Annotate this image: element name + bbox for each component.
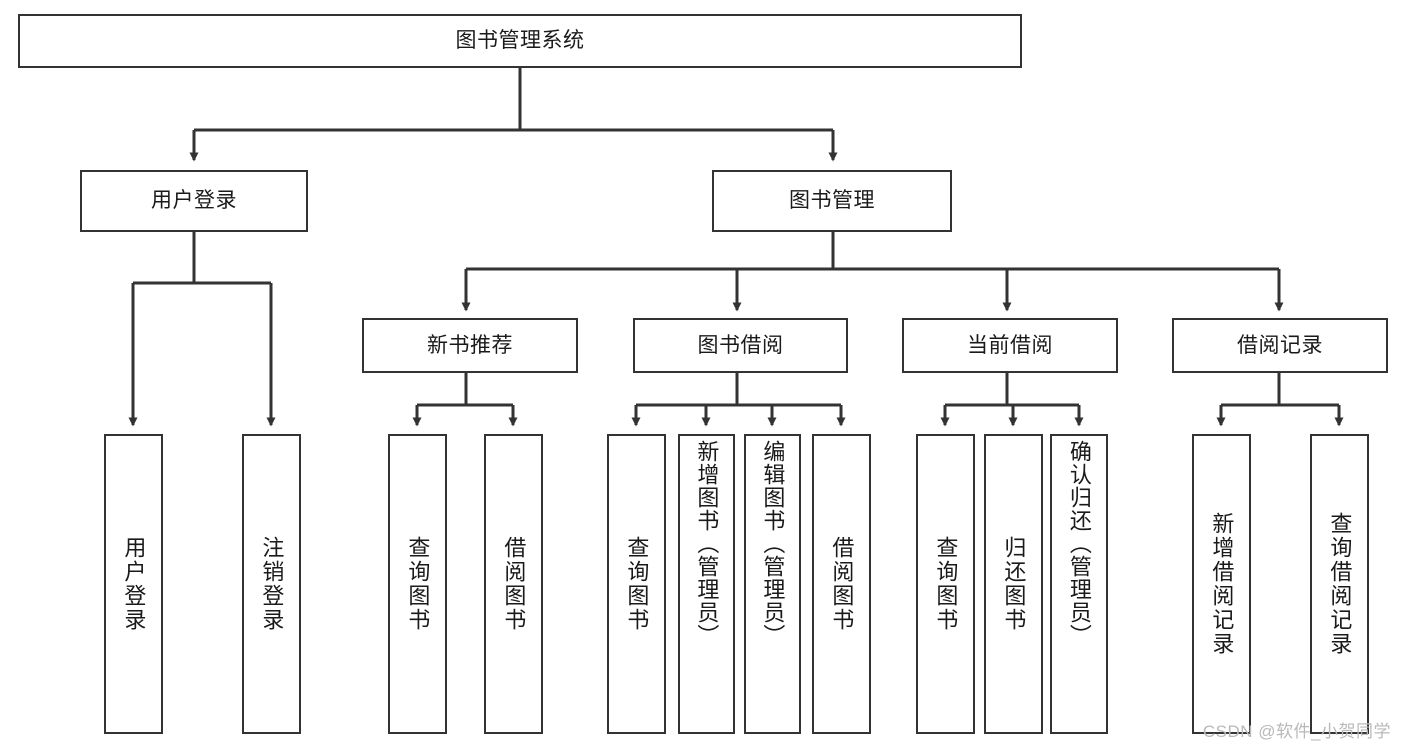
node-leaf-query-book-1[interactable]: 查询图书 <box>388 434 447 734</box>
node-borrow-record[interactable]: 借阅记录 <box>1172 318 1388 373</box>
node-current-borrow[interactable]: 当前借阅 <box>902 318 1118 373</box>
node-new-book-recommend[interactable]: 新书推荐 <box>362 318 578 373</box>
node-leaf-user-logout[interactable]: 注销登录 <box>242 434 301 734</box>
node-leaf-query-book-1-label: 查询图书 <box>405 536 431 632</box>
node-leaf-return-book[interactable]: 归还图书 <box>984 434 1043 734</box>
node-leaf-query-book-2-label: 查询图书 <box>624 536 650 632</box>
node-leaf-add-record[interactable]: 新增借阅记录 <box>1192 434 1251 734</box>
node-leaf-borrow-book-2-label: 借阅图书 <box>829 536 855 632</box>
node-leaf-add-book-label: 新增图书（管理员） <box>694 440 720 647</box>
node-leaf-confirm-return[interactable]: 确认归还（管理员） <box>1050 434 1108 734</box>
node-leaf-user-logout-label: 注销登录 <box>259 536 285 632</box>
node-leaf-query-record[interactable]: 查询借阅记录 <box>1310 434 1369 734</box>
node-leaf-user-login-label: 用户登录 <box>121 536 147 632</box>
node-leaf-query-book-3-label: 查询图书 <box>933 536 959 632</box>
node-book-borrow[interactable]: 图书借阅 <box>633 318 848 373</box>
node-leaf-query-record-label: 查询借阅记录 <box>1327 512 1353 656</box>
node-new-book-recommend-label: 新书推荐 <box>427 333 513 357</box>
node-book-management[interactable]: 图书管理 <box>712 170 952 232</box>
watermark: CSDN @软件_小贺同学 <box>1202 722 1391 741</box>
node-user-login[interactable]: 用户登录 <box>80 170 308 232</box>
node-leaf-edit-book[interactable]: 编辑图书（管理员） <box>744 434 801 734</box>
node-leaf-query-book-3[interactable]: 查询图书 <box>916 434 975 734</box>
node-leaf-borrow-book-1[interactable]: 借阅图书 <box>484 434 543 734</box>
node-root-label: 图书管理系统 <box>455 29 585 53</box>
node-root[interactable]: 图书管理系统 <box>18 14 1022 68</box>
node-book-management-label: 图书管理 <box>789 189 875 213</box>
node-leaf-confirm-return-label: 确认归还（管理员） <box>1066 440 1092 647</box>
node-leaf-add-record-label: 新增借阅记录 <box>1209 512 1235 656</box>
node-leaf-user-login[interactable]: 用户登录 <box>104 434 163 734</box>
node-leaf-borrow-book-1-label: 借阅图书 <box>501 536 527 632</box>
node-borrow-record-label: 借阅记录 <box>1237 333 1323 357</box>
node-leaf-query-book-2[interactable]: 查询图书 <box>607 434 666 734</box>
node-leaf-return-book-label: 归还图书 <box>1001 536 1027 632</box>
node-current-borrow-label: 当前借阅 <box>967 333 1053 357</box>
node-leaf-add-book[interactable]: 新增图书（管理员） <box>678 434 735 734</box>
node-leaf-borrow-book-2[interactable]: 借阅图书 <box>812 434 871 734</box>
node-book-borrow-label: 图书借阅 <box>697 333 784 357</box>
node-leaf-edit-book-label: 编辑图书（管理员） <box>760 440 786 647</box>
node-user-login-label: 用户登录 <box>151 189 237 213</box>
